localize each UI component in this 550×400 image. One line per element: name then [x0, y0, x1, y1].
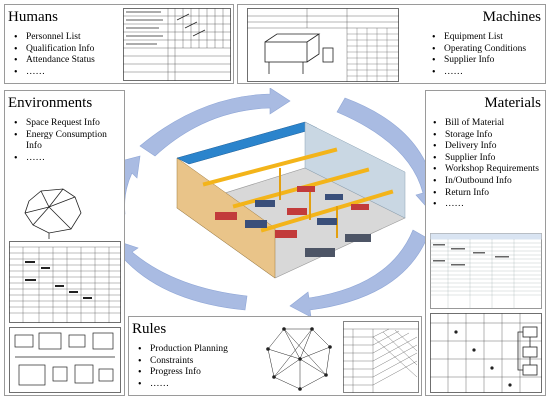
- environments-item: Energy Consumption Info: [14, 130, 122, 153]
- materials-item: Supplier Info: [433, 153, 545, 165]
- machines-box: Machines Equipment List Operating Condit…: [237, 4, 546, 84]
- constraint-matrix-document: [343, 321, 419, 393]
- cycle-arrow-top: [139, 88, 291, 157]
- materials-title: Materials: [484, 95, 541, 111]
- materials-item: Workshop Requirements: [433, 164, 545, 176]
- machines-list: Equipment List Operating Conditions Supp…: [432, 32, 526, 78]
- energy-table-document: [9, 241, 121, 323]
- machines-spec-document: [247, 8, 399, 82]
- equipment-rows: [215, 186, 371, 257]
- floor-plan-sketch: [24, 188, 82, 239]
- environments-item: ……: [14, 153, 122, 165]
- rules-item: ……: [138, 379, 228, 391]
- machines-item: Equipment List: [432, 32, 526, 44]
- machine-drawing: [264, 33, 334, 74]
- factory-roof: [176, 121, 318, 165]
- rules-box: Rules Production Planning Constraints Pr…: [128, 316, 422, 396]
- humans-item: Attendance Status: [14, 55, 95, 67]
- precedence-network-graph: [266, 327, 332, 391]
- machines-title: Machines: [482, 9, 541, 25]
- materials-flow-document: [430, 313, 542, 393]
- rules-item: Constraints: [138, 356, 228, 368]
- humans-table-document: [123, 8, 231, 81]
- materials-item: Return Info: [433, 188, 545, 200]
- central-cycle-diagram: [110, 88, 443, 318]
- layout-schematic-document: [9, 327, 121, 393]
- factory-illustration: [176, 121, 406, 279]
- rules-item: Progress Info: [138, 367, 228, 379]
- materials-item: ……: [433, 199, 545, 211]
- humans-box: Humans Personnel List Qualification Info…: [4, 4, 234, 84]
- environments-item: Space Request Info: [14, 118, 122, 130]
- materials-box: Materials Bill of Material Storage Info …: [425, 90, 546, 396]
- environments-list: Space Request Info Energy Consumption In…: [14, 118, 122, 164]
- rules-list: Production Planning Constraints Progress…: [138, 344, 228, 390]
- environments-box: Environments Space Request Info Energy C…: [4, 90, 125, 396]
- rules-title: Rules: [132, 321, 167, 337]
- environments-title: Environments: [8, 95, 93, 111]
- humans-item: Qualification Info: [14, 44, 95, 56]
- humans-list: Personnel List Qualification Info Attend…: [14, 32, 95, 78]
- cycle-arrow-bottom: [116, 240, 248, 311]
- materials-item: Bill of Material: [433, 118, 545, 130]
- materials-item: In/Outbound Info: [433, 176, 545, 188]
- humans-item: ……: [14, 67, 95, 79]
- materials-spreadsheet-document: [430, 233, 542, 309]
- materials-item: Storage Info: [433, 130, 545, 142]
- rules-item: Production Planning: [138, 344, 228, 356]
- machines-item: ……: [432, 67, 526, 79]
- cycle-arrow-bottom-right: [289, 229, 428, 318]
- humans-title: Humans: [8, 9, 58, 25]
- humans-item: Personnel List: [14, 32, 95, 44]
- machines-item: Operating Conditions: [432, 44, 526, 56]
- machines-item: Supplier Info: [432, 55, 526, 67]
- materials-item: Delivery Info: [433, 141, 545, 153]
- materials-list: Bill of Material Storage Info Delivery I…: [433, 118, 545, 211]
